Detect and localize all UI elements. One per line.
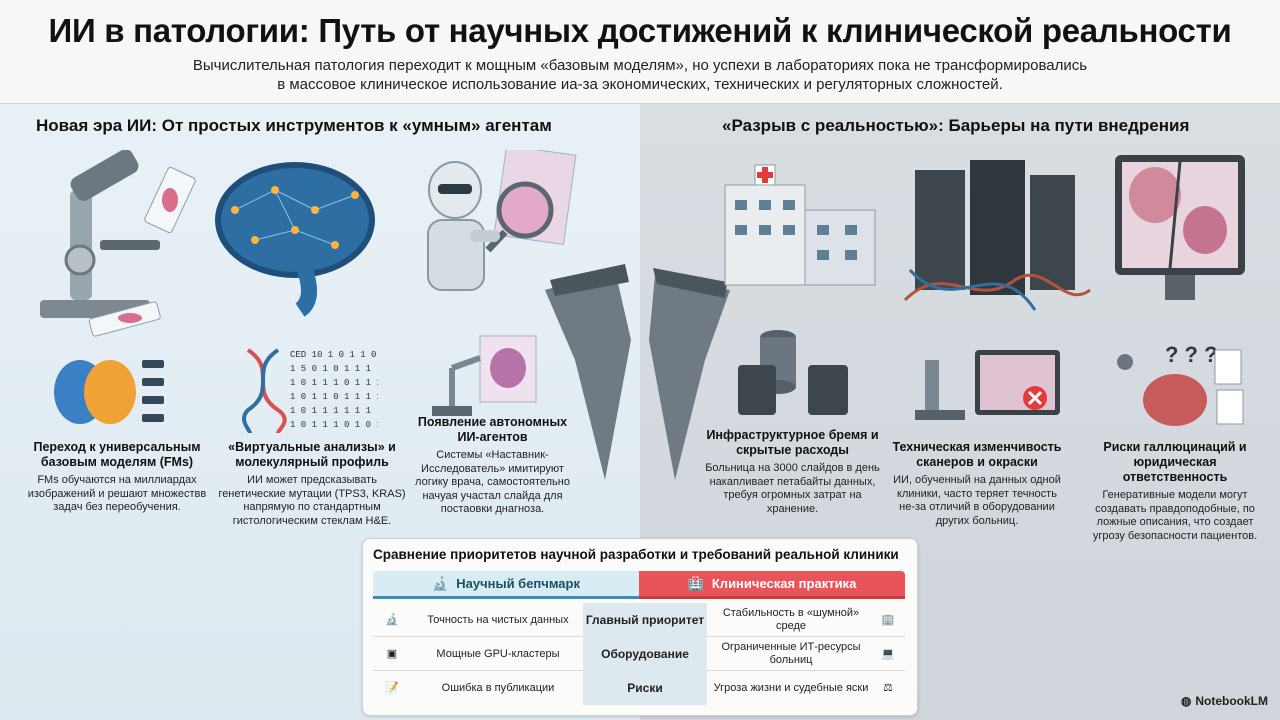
card-technical-variability: Техническая изменчивость сканеров и окра… (892, 440, 1062, 528)
criterion-cell: Главный приоритет (583, 603, 707, 637)
laptop-icon: 💻 (881, 647, 895, 660)
card-body: ИИ, обученный на данных одной клиники, ч… (893, 474, 1061, 527)
criterion-cell: Риски (583, 671, 707, 705)
document-icon: 📝 (385, 681, 399, 694)
card-body: Генеративные модели могут создавать прав… (1092, 489, 1258, 542)
science-cell: Мощные GPU-кластеры (436, 647, 560, 660)
subtitle-line-2: в массовое клиническое использование иа-… (277, 76, 1003, 93)
monitor-brain-scans-illustration (1115, 155, 1245, 300)
column-header-clinic: 🏥 Клиническая практика (639, 571, 905, 599)
table-row: 📝 Ошибка в публикации Риски Угроза жизни… (373, 671, 905, 705)
dna-code-4: 1 0 1 1 0 1 1 1 1 (290, 392, 378, 402)
science-cell: Точность на чистых данных (427, 613, 569, 626)
card-title: Появление автономных ИИ-агентов (417, 415, 568, 444)
microscope-icon: 🔬 (385, 613, 399, 626)
clinic-cell: Стабильность в «шумной» среде (722, 607, 860, 632)
database-servers-icon (738, 330, 848, 415)
subtitle-line-1: Вычислительная патология переходит к мощ… (192, 57, 1088, 74)
header: ИИ в патологии: Путь от научных достижен… (0, 0, 1280, 104)
notebook-icon: ◍ (1180, 694, 1192, 708)
card-ai-agents: Появление автономных ИИ-агентов Системы … (410, 415, 575, 517)
card-title: «Виртуальные анализы» и молекулярный про… (228, 440, 396, 469)
chip-icon: ▣ (386, 647, 398, 660)
card-body: FMs обучаются на миллиардах изображений … (27, 474, 207, 513)
card-hallucination-risks: Риски галлюцинаций и юридическая ответст… (1085, 440, 1265, 543)
dna-code-1: CED 10 1 0 1 1 0 8 (290, 350, 378, 360)
brand-logo: ◍ NotebookLM (1181, 694, 1268, 708)
card-body: Системы «Наставник-Исследователь» имитир… (415, 449, 570, 515)
dna-code-2: 1 5 0 1 0 1 1 1 (290, 364, 371, 374)
table-row: 🔬 Точность на чистых данных Главный прио… (373, 603, 905, 637)
criterion-cell: Оборудование (583, 637, 707, 671)
card-virtual-tests: «Виртуальные анализы» и молекулярный про… (212, 440, 412, 528)
right-section-title: «Разрыв с реальностью»: Барьеры на пути … (722, 116, 1190, 135)
brand-label: NotebookLM (1195, 694, 1268, 708)
svg-text:? ? ?: ? ? ? (1165, 342, 1218, 367)
card-body: ИИ может предсказывать генетические мута… (218, 474, 406, 527)
column-header-science: 🔬 Научный бепчмарк (373, 571, 639, 599)
microscope-monitor-error-icon (915, 350, 1060, 420)
clinic-cell: Угроза жизни и судебные яски (713, 681, 869, 694)
hospital-building-icon: 🏢 (881, 613, 895, 626)
scales-icon: ⚖ (883, 681, 893, 694)
card-infrastructure: Инфраструктурное бремя и скрытые расходы… (700, 428, 885, 516)
robot-arm-icon (432, 335, 537, 416)
microscope-icon: 🔬 (432, 575, 449, 591)
brain-network-illustration (215, 162, 375, 317)
cliff-gap-illustration (545, 264, 730, 480)
card-title: Риски галлюцинаций и юридическая ответст… (1103, 440, 1247, 484)
dna-code-5: 1 0 1 1 1 1 1 1 (290, 406, 371, 416)
microscope-illustration (40, 150, 196, 337)
hospital-icon: 🏥 (687, 575, 704, 591)
page-subtitle: Вычислительная патология переходит к мощ… (0, 56, 1280, 94)
clinic-cell: Ограниченные ИТ-ресурсы больниц (721, 641, 861, 666)
comparison-table: Сравнение приоритетов научной разработки… (362, 538, 918, 716)
server-racks-illustration (903, 160, 1091, 311)
brain-hemispheres-icon (54, 360, 164, 424)
table-title: Сравнение приоритетов научной разработки… (373, 547, 899, 562)
card-body: Больница на 3000 слайдов в день накаплив… (705, 462, 880, 515)
dna-helix-icon: CED 10 1 0 1 1 0 8 1 5 0 1 0 1 1 1 1 0 1… (242, 348, 378, 434)
hospital-illustration (724, 164, 876, 286)
card-title: Техническая изменчивость сканеров и окра… (892, 440, 1062, 469)
science-cell: Ошибка в публикации (441, 681, 555, 694)
robot-magnifier-illustration (427, 150, 577, 291)
page-title: ИИ в патологии: Путь от научных достижен… (48, 12, 1232, 49)
brain-questions-icon: ? ? ? (1117, 342, 1244, 426)
dna-code-3: 1 0 1 1 1 0 1 1 1 (290, 378, 378, 388)
dna-code-6: 1 0 1 1 1 0 1 0 1 (290, 420, 378, 430)
card-foundation-models: Переход к универсальным базовым моделям … (22, 440, 212, 515)
column-header-clinic-label: Клиническая практика (711, 576, 857, 591)
column-header-science-label: Научный бепчмарк (456, 576, 580, 591)
table-row: ▣ Мощные GPU-кластеры Оборудование Огран… (373, 637, 905, 671)
card-title: Переход к универсальным базовым моделям … (33, 440, 201, 469)
card-title: Инфраструктурное бремя и скрытые расходы (706, 428, 879, 457)
left-section-title: Новая эра ИИ: От простых инструментов к … (36, 116, 552, 135)
